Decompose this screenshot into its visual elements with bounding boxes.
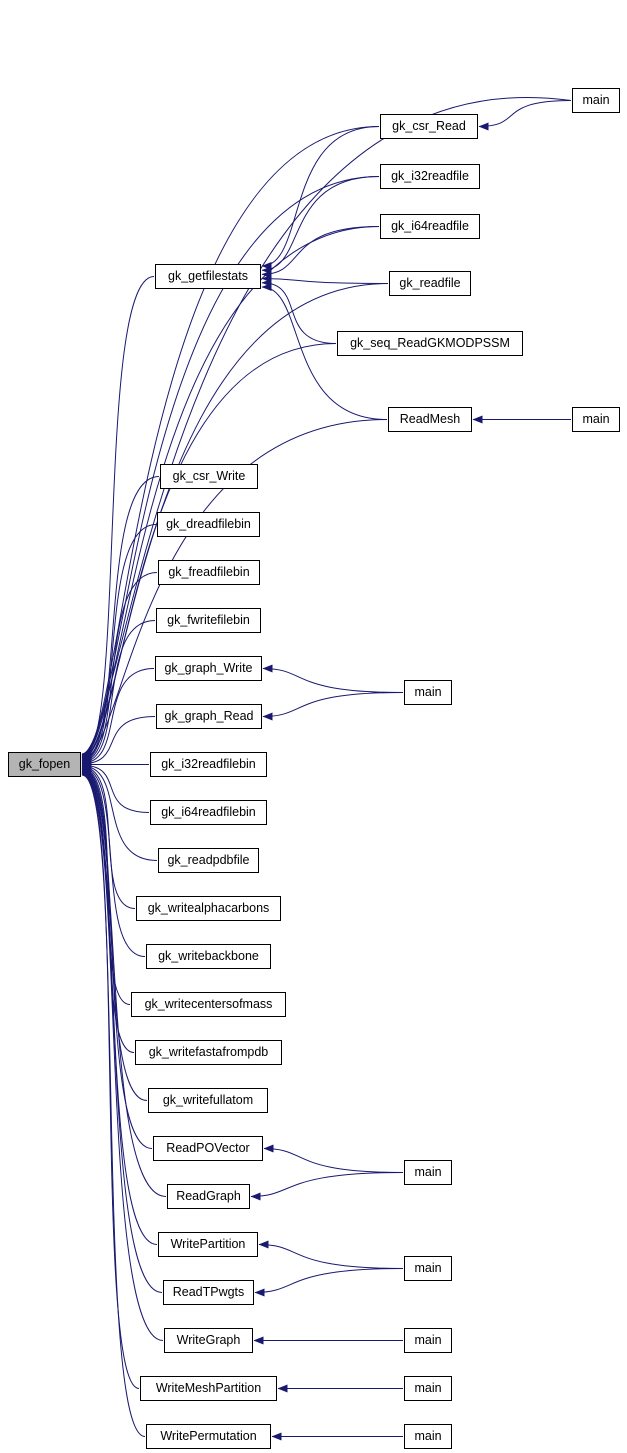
- graph-node-gk_freadfilebin[interactable]: gk_freadfilebin: [158, 560, 260, 585]
- edge-ReadGraph-to-gk_fopen: [81, 767, 167, 1197]
- graph-node-gk_i64readfilebin[interactable]: gk_i64readfilebin: [150, 800, 267, 825]
- graph-node-gk_readpdbfile[interactable]: gk_readpdbfile: [158, 848, 259, 873]
- graph-node-gk_i64readfile[interactable]: gk_i64readfile: [380, 214, 480, 239]
- edge-gk_seq_ReadGKMODPSSM-to-gk_fopen: [81, 343, 337, 763]
- graph-node-gk_csr_Read[interactable]: gk_csr_Read: [380, 114, 478, 139]
- edge-ReadTPwgts-to-gk_fopen: [81, 768, 163, 1293]
- graph-node-main_5[interactable]: main: [404, 1256, 452, 1281]
- graph-node-gk_dreadfilebin[interactable]: gk_dreadfilebin: [157, 512, 260, 537]
- graph-node-main_1[interactable]: main: [572, 88, 620, 113]
- edge-main_5-to-WritePartition: [258, 1240, 404, 1269]
- graph-node-gk_i32readfile[interactable]: gk_i32readfile: [380, 164, 480, 189]
- edge-main_3-to-gk_graph_Write: [262, 664, 404, 693]
- edge-main_3-to-gk_graph_Read: [262, 692, 404, 721]
- graph-node-ReadMesh[interactable]: ReadMesh: [388, 407, 472, 432]
- edge-gk_dreadfilebin-to-gk_fopen: [81, 524, 157, 765]
- graph-node-gk_writecentersofmass[interactable]: gk_writecentersofmass: [131, 992, 286, 1017]
- edge-gk_readpdbfile-to-gk_fopen: [81, 762, 158, 861]
- graph-node-WritePartition[interactable]: WritePartition: [158, 1232, 258, 1257]
- edge-WritePermutation-to-gk_fopen: [81, 771, 146, 1437]
- graph-node-gk_writefullatom[interactable]: gk_writefullatom: [148, 1088, 268, 1113]
- edge-gk_i32readfile-to-gk_getfilestats: [261, 176, 380, 275]
- edge-gk_graph_Write-to-gk_fopen: [81, 668, 155, 767]
- edge-gk_freadfilebin-to-gk_fopen: [81, 572, 158, 766]
- edge-gk_csr_Write-to-gk_fopen: [81, 476, 160, 764]
- graph-node-main_3[interactable]: main: [404, 680, 452, 705]
- edge-gk_writebackbone-to-gk_fopen: [81, 763, 146, 957]
- edge-WriteGraph-to-gk_fopen: [81, 769, 164, 1341]
- graph-node-gk_seq_ReadGKMODPSSM[interactable]: gk_seq_ReadGKMODPSSM: [337, 331, 523, 356]
- edge-WriteMeshPartition-to-gk_fopen: [81, 770, 140, 1389]
- edge-main_4-to-ReadPOVector: [263, 1144, 404, 1173]
- edge-gk_fwritefilebin-to-gk_fopen: [81, 620, 156, 767]
- graph-node-gk_writebackbone[interactable]: gk_writebackbone: [146, 944, 271, 969]
- graph-node-ReadGraph[interactable]: ReadGraph: [167, 1184, 250, 1209]
- edge-gk_i64readfile-to-gk_fopen: [81, 226, 380, 761]
- edge-gk_csr_Read-to-gk_getfilestats: [261, 126, 380, 270]
- graph-node-gk_fwritefilebin[interactable]: gk_fwritefilebin: [156, 608, 261, 633]
- graph-node-WriteGraph[interactable]: WriteGraph: [164, 1328, 253, 1353]
- graph-node-ReadPOVector[interactable]: ReadPOVector: [153, 1136, 263, 1161]
- graph-node-gk_readfile[interactable]: gk_readfile: [389, 271, 471, 296]
- graph-node-WriteMeshPartition[interactable]: WriteMeshPartition: [140, 1376, 277, 1401]
- edge-main_1-to-gk_csr_Read: [478, 100, 572, 131]
- edge-gk_csr_Read-to-gk_fopen: [81, 126, 380, 759]
- graph-node-main_4[interactable]: main: [404, 1160, 452, 1185]
- edge-main_5-to-ReadTPwgts: [254, 1268, 404, 1297]
- edge-gk_i64readfilebin-to-gk_fopen: [81, 761, 150, 813]
- edge-gk_i64readfile-to-gk_getfilestats: [261, 226, 380, 279]
- edge-ReadPOVector-to-gk_fopen: [81, 766, 153, 1149]
- graph-node-main_6[interactable]: main: [404, 1328, 452, 1353]
- edge-ReadMesh-to-gk_getfilestats: [261, 283, 388, 420]
- graph-node-main_8[interactable]: main: [404, 1424, 452, 1449]
- graph-node-gk_fopen: gk_fopen: [8, 752, 81, 777]
- edge-gk_getfilestats-to-gk_fopen: [81, 276, 155, 761]
- graph-node-ReadTPwgts[interactable]: ReadTPwgts: [163, 1280, 254, 1305]
- edge-gk_graph_Read-to-gk_fopen: [81, 716, 156, 768]
- graph-node-gk_writealphacarbons[interactable]: gk_writealphacarbons: [136, 896, 281, 921]
- graph-node-gk_graph_Read[interactable]: gk_graph_Read: [156, 704, 262, 729]
- graph-node-gk_writefastafrompdb[interactable]: gk_writefastafrompdb: [135, 1040, 282, 1065]
- graph-node-gk_graph_Write[interactable]: gk_graph_Write: [155, 656, 262, 681]
- graph-node-main_2[interactable]: main: [572, 407, 620, 432]
- graph-node-gk_csr_Write[interactable]: gk_csr_Write: [160, 464, 258, 489]
- graph-node-gk_getfilestats[interactable]: gk_getfilestats: [155, 264, 261, 289]
- graph-node-main_7[interactable]: main: [404, 1376, 452, 1401]
- edge-gk_i32readfile-to-gk_fopen: [81, 176, 380, 760]
- graph-node-gk_i32readfilebin[interactable]: gk_i32readfilebin: [150, 752, 267, 777]
- edge-gk_readfile-to-gk_getfilestats: [261, 274, 389, 284]
- graph-node-WritePermutation[interactable]: WritePermutation: [146, 1424, 271, 1449]
- edge-main_4-to-ReadGraph: [250, 1172, 404, 1201]
- edge-gk_seq_ReadGKMODPSSM-to-gk_getfilestats: [261, 278, 337, 344]
